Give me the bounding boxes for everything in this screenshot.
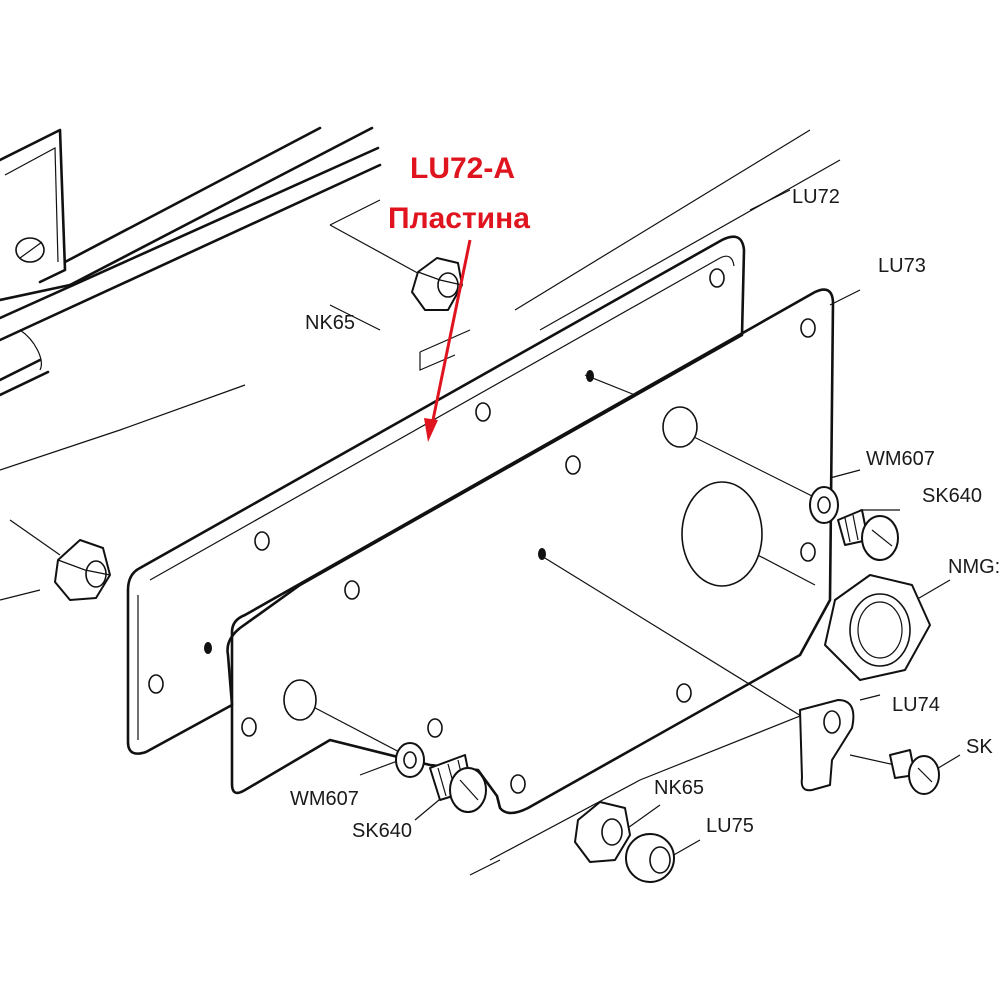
screw-icon: [429, 754, 487, 813]
label-lu72: LU72: [792, 186, 840, 208]
hex-nut-icon: [411, 257, 463, 311]
plate-lu72: [126, 235, 746, 755]
washer-icon: [395, 742, 425, 778]
label-lu73: LU73: [878, 255, 926, 277]
screw-icon: [889, 749, 940, 795]
label-nk65-top: NK65: [305, 312, 356, 334]
hex-nut-icon: [574, 801, 631, 863]
plate-lu73: [230, 288, 835, 815]
label-sk640-right: SK640: [922, 485, 983, 507]
washer-icon: [809, 486, 839, 524]
label-lu75: LU75: [706, 815, 754, 837]
spacer-icon: [625, 833, 675, 883]
label-sk640-bottom: SK640: [352, 820, 413, 842]
lock-nut-icon: [824, 574, 931, 681]
callout-part-code: LU72-A: [410, 152, 516, 185]
label-nmg: NMG:: [948, 556, 1000, 578]
leader-lines: [0, 129, 961, 876]
label-wm607-bottom: WM607: [290, 788, 359, 810]
label-sk-edge: SK: [966, 736, 993, 758]
label-nk65-bottom: NK65: [654, 777, 705, 799]
callout-part-name: Пластина: [388, 202, 530, 235]
callout-arrow: [424, 239, 472, 442]
label-wm607-right: WM607: [866, 448, 935, 470]
label-lu74: LU74: [892, 694, 940, 716]
screw-icon: [837, 509, 899, 561]
bracket-icon: [799, 699, 855, 792]
hex-nut-icon: [54, 539, 111, 601]
machine-frame: [0, 126, 382, 397]
